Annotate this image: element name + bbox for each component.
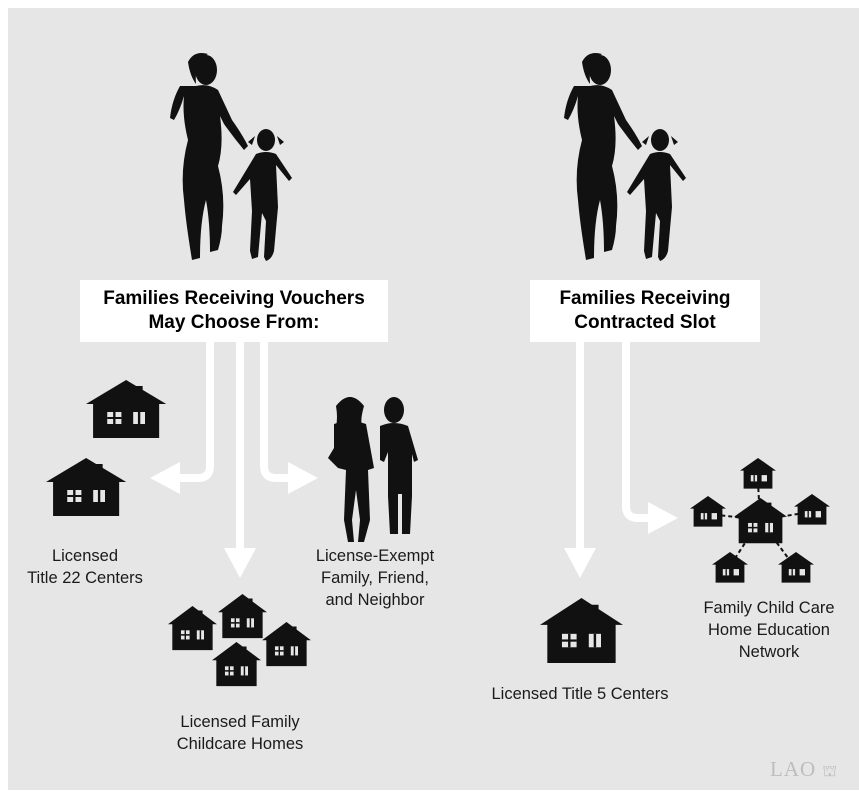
title5-label-line1: Licensed Title 5 Centers bbox=[491, 685, 669, 703]
mother-child-silhouette-icon bbox=[170, 53, 292, 261]
contracted-heading: Families Receiving Contracted Slot bbox=[530, 280, 760, 342]
contracted-heading-line2: Contracted Slot bbox=[574, 312, 716, 333]
house-icon bbox=[46, 458, 127, 516]
title5-label: Licensed Title 5 Centers bbox=[470, 683, 690, 705]
network-label-line1: Family Child Care bbox=[703, 599, 835, 617]
network-house-icon bbox=[690, 496, 726, 527]
network-label: Family Child Care Home Education Network bbox=[684, 597, 854, 663]
family-homes-label: Licensed Family Childcare Homes bbox=[160, 711, 320, 755]
vouchers-heading: Families Receiving Vouchers May Choose F… bbox=[80, 280, 388, 342]
mother-child-silhouette-icon bbox=[564, 53, 686, 261]
house-icon bbox=[262, 622, 311, 667]
network-house-icon bbox=[712, 552, 748, 583]
network-icon bbox=[690, 458, 830, 583]
network-hub-house-icon bbox=[734, 498, 788, 544]
vouchers-heading-line2: May Choose From: bbox=[148, 312, 320, 333]
network-house-icon bbox=[740, 458, 776, 489]
house-icon bbox=[168, 606, 217, 651]
network-label-line2: Home Education bbox=[708, 621, 830, 639]
title22-label-line2: Title 22 Centers bbox=[27, 569, 143, 587]
title22-label-line1: Licensed bbox=[51, 547, 119, 565]
exempt-label-line1: License-Exempt bbox=[315, 547, 435, 565]
capitol-dome-icon: ⛫ bbox=[822, 763, 839, 780]
network-house-icon bbox=[794, 494, 830, 525]
lao-logo-text: LAO bbox=[770, 757, 817, 781]
adult-pair-silhouette-icon bbox=[328, 397, 418, 542]
exempt-label: License-Exempt Family, Friend, and Neigh… bbox=[300, 545, 450, 611]
vouchers-heading-line1: Families Receiving Vouchers bbox=[103, 288, 365, 309]
network-house-icon bbox=[778, 552, 814, 583]
family-homes-label-line2: Childcare Homes bbox=[176, 735, 304, 753]
house-icon bbox=[86, 380, 167, 438]
arrow-heads bbox=[150, 462, 678, 578]
house-icon bbox=[540, 598, 623, 663]
house-icon bbox=[212, 642, 261, 687]
exempt-label-line3: and Neighbor bbox=[325, 591, 425, 609]
voucher-arrows bbox=[178, 342, 650, 552]
contracted-heading-line1: Families Receiving bbox=[559, 288, 731, 309]
exempt-label-line2: Family, Friend, bbox=[321, 569, 429, 587]
family-homes-label-line1: Licensed Family bbox=[180, 713, 300, 731]
house-icon bbox=[218, 594, 267, 639]
network-label-line3: Network bbox=[738, 643, 800, 661]
lao-logo: LAO ⛫ bbox=[770, 757, 838, 782]
title22-label: Licensed Title 22 Centers bbox=[10, 545, 160, 589]
